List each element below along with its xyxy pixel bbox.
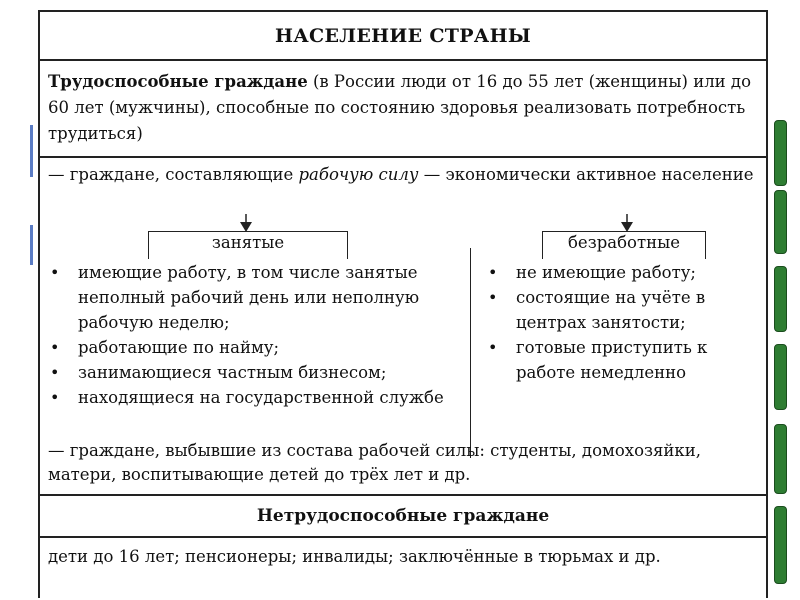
side-tab[interactable] [774, 344, 787, 410]
unable-text: дети до 16 лет; пенсионеры; инвалиды; за… [48, 547, 661, 566]
left-edge-mark [30, 125, 33, 177]
list-item: • имеющие работу, в том числе занятые неп… [46, 260, 462, 335]
side-tab[interactable] [774, 506, 787, 584]
side-tab[interactable] [774, 266, 787, 332]
list-item-text: состоящие на учёте в центрах занятости; [516, 288, 706, 332]
list-item-text: не имеющие работу; [516, 263, 696, 282]
labor-force-term: рабочую силу [298, 165, 419, 184]
bullet-icon: • [50, 388, 60, 407]
bullet-icon: • [488, 263, 498, 282]
list-item-text: работающие по найму; [78, 338, 280, 357]
unemployed-bracket [542, 231, 706, 259]
labor-force-section: — граждане, составляющие рабочую силу — … [40, 158, 766, 496]
column-divider [470, 248, 471, 458]
arrow-down-icon [240, 214, 252, 232]
labor-force-intro: — граждане, составляющие рабочую силу — … [48, 162, 760, 188]
left-edge-mark [30, 225, 33, 265]
bullet-icon: • [50, 338, 60, 357]
list-item-text: готовые приступить к работе немедленно [516, 338, 708, 382]
list-item: • работающие по найму; [46, 335, 462, 360]
page-title: НАСЕЛЕНИЕ СТРАНЫ [40, 12, 766, 61]
able-bodied-text: (в России люди от 16 до 55 лет (женщины)… [48, 72, 752, 143]
employed-list: • имеющие работу, в том числе занятые неп… [46, 260, 462, 410]
list-item-text: находящиеся на государственной службе [78, 388, 444, 407]
list-item: • не имеющие работу; [484, 260, 754, 285]
side-tab[interactable] [774, 190, 787, 254]
list-item: • готовые приступить к работе немедленно [484, 335, 754, 385]
list-item: • занимающиеся частным бизнесом; [46, 360, 462, 385]
unable-heading: Нетрудоспособные граждане [40, 496, 766, 538]
unemployed-list: • не имеющие работу; • состоящие на учёте … [484, 260, 754, 385]
bullet-icon: • [50, 363, 60, 382]
list-item-text: занимающиеся частным бизнесом; [78, 363, 387, 382]
list-item-text: имеющие работу, в том числе занятые непо… [78, 263, 420, 332]
able-bodied-section: Трудоспособные граждане (в России люди о… [40, 61, 766, 158]
labor-force-intro-text: — граждане, составляющие [48, 165, 299, 184]
employed-label: занятые [211, 233, 285, 252]
able-bodied-heading: Трудоспособные граждане [48, 72, 308, 91]
labor-force-intro-tail: — экономически активное население [418, 165, 754, 184]
list-item: • находящиеся на государственной службе [46, 385, 462, 410]
list-item: • состоящие на учёте в центрах занятости; [484, 285, 754, 335]
bullet-icon: • [50, 263, 60, 282]
arrow-down-icon [621, 214, 633, 232]
outside-labor-force-text: — граждане, выбывшие из состава рабочей … [48, 441, 701, 484]
unemployed-label: безработные [568, 233, 680, 252]
population-table: НАСЕЛЕНИЕ СТРАНЫ Трудоспособные граждане… [38, 10, 768, 598]
side-tab[interactable] [774, 424, 787, 494]
bullet-icon: • [488, 338, 498, 357]
side-tab[interactable] [774, 120, 787, 186]
employed-bracket [148, 231, 348, 259]
bullet-icon: • [488, 288, 498, 307]
